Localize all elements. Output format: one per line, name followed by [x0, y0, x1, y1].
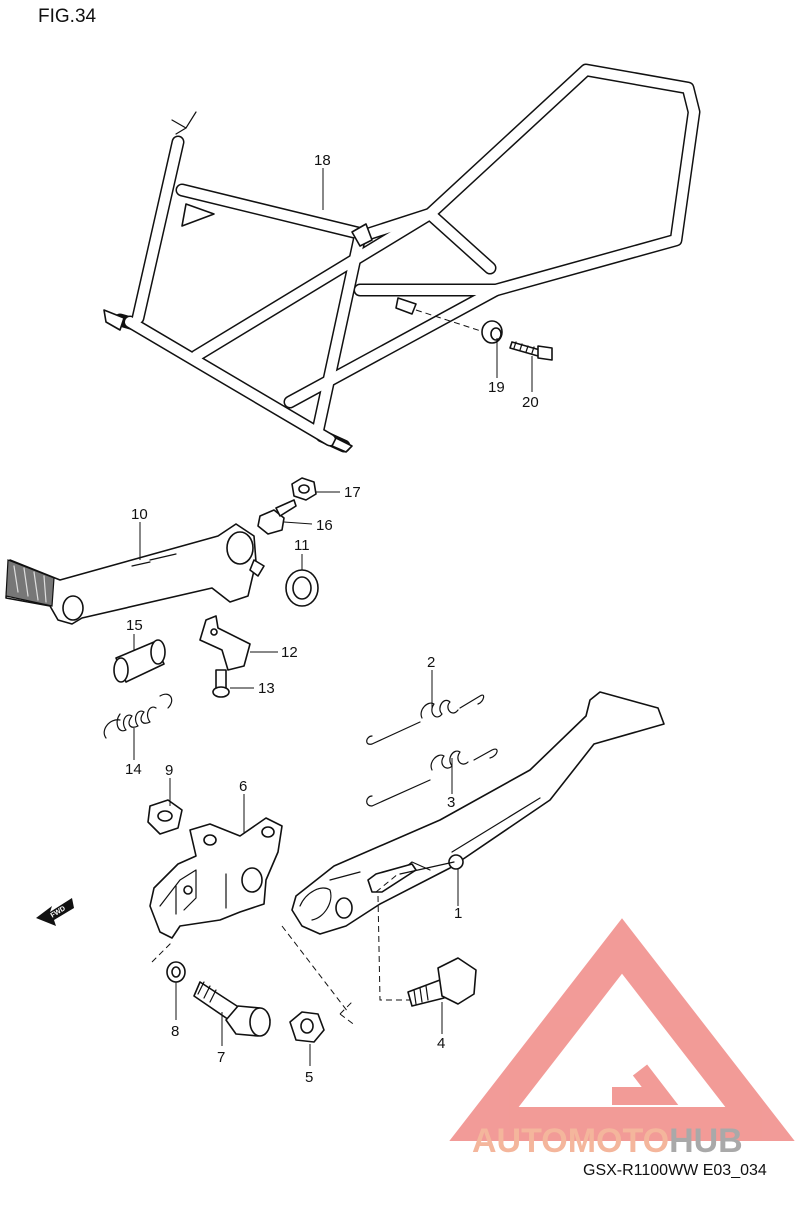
callout-20: 20: [522, 394, 539, 411]
pedal-bolt: [257, 499, 297, 535]
pivot-bolt: [193, 981, 271, 1037]
callout-12: 12: [281, 644, 298, 661]
callout-6: 6: [239, 778, 247, 795]
dash-lines-6: [151, 941, 357, 1027]
side-stand-spring-inner: [366, 748, 498, 807]
spacer: [481, 320, 503, 344]
watermark-text: AUTOMOTOHUB: [472, 1122, 743, 1160]
callout-8: 8: [171, 1023, 179, 1040]
dash-line-19: [415, 309, 485, 333]
return-spring: [103, 693, 173, 739]
callout-15: 15: [126, 617, 143, 634]
callout-19: 19: [488, 379, 505, 396]
callout-9: 9: [165, 762, 173, 779]
leader-lines: [133, 168, 533, 1066]
dash-line-4: [375, 873, 420, 1001]
stand-nut: [289, 1011, 325, 1043]
callout-14: 14: [125, 761, 142, 778]
callout-11: 11: [294, 537, 310, 554]
pedal-bushing: [113, 639, 166, 683]
watermark-logo: [449, 918, 795, 1141]
callouts: 18 19 20 17 16 10 11 15 12 13 14 2 3 9 6…: [125, 152, 539, 1086]
forward-arrow-icon: FWD: [36, 898, 74, 926]
callout-7: 7: [217, 1049, 225, 1066]
figure-label: FIG.34: [38, 6, 97, 27]
callout-10: 10: [131, 506, 148, 523]
side-stand-spring-outer: [366, 694, 485, 745]
stand-bolt: [509, 341, 553, 361]
callout-5: 5: [305, 1069, 313, 1086]
callout-1: 1: [454, 905, 462, 922]
pedal-nut: [291, 477, 317, 501]
watermark-triangle-icon: [449, 918, 795, 1141]
side-stand: [291, 691, 665, 935]
switch-bracket: [199, 615, 251, 671]
watermark-text-part1: AUTOMOTO: [472, 1122, 669, 1160]
dash-line-5: [281, 925, 355, 1015]
callout-18: 18: [314, 152, 331, 169]
bracket-nut: [147, 799, 183, 835]
brake-pedal: [5, 523, 265, 625]
callout-4: 4: [437, 1035, 445, 1052]
callout-13: 13: [258, 680, 275, 697]
side-stand-bolt: [407, 957, 477, 1007]
watermark-text-part2: HUB: [669, 1122, 743, 1160]
pedal-tread: [5, 559, 55, 607]
callout-3: 3: [447, 794, 455, 811]
side-stand-bracket: [149, 817, 283, 939]
callout-16: 16: [316, 517, 333, 534]
callout-17: 17: [344, 484, 361, 501]
bracket-screw: [212, 669, 230, 698]
model-code: GSX-R1100WW E03_034: [583, 1162, 767, 1179]
pedal-washer: [285, 569, 319, 607]
bolt-washer: [166, 961, 186, 983]
callout-2: 2: [427, 654, 435, 671]
fwd-label: FWD: [50, 905, 67, 919]
center-stand-frame: [103, 63, 701, 453]
watermark-g-icon: [612, 1064, 679, 1105]
